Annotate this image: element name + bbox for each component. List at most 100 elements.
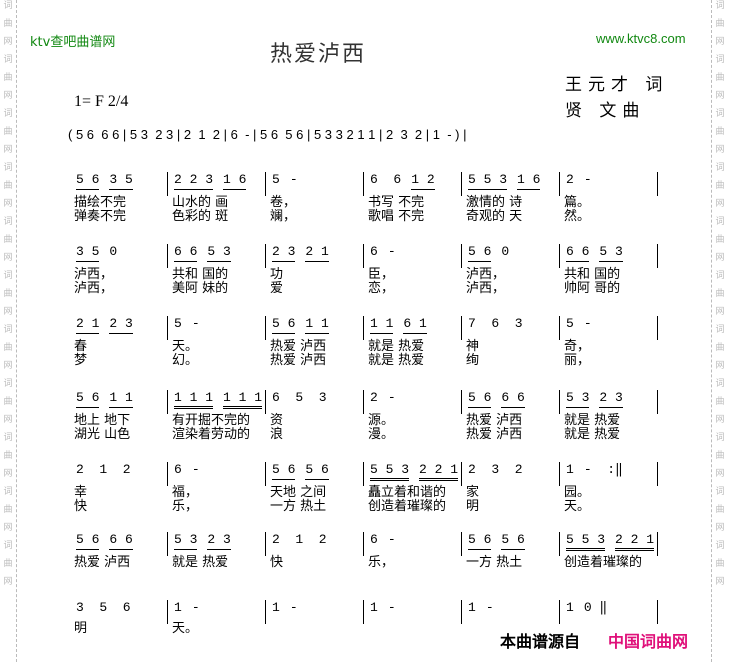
measure: 6-: [168, 462, 266, 486]
measure: 1-: [168, 600, 266, 624]
watermark-char: 网: [715, 199, 725, 209]
watermark-char: 网: [3, 253, 13, 263]
watermark-char: 词: [715, 379, 725, 389]
watermark-char: 词: [3, 325, 13, 335]
lyric-text: 源。: [368, 413, 395, 428]
watermark-char: 网: [715, 145, 725, 155]
measure-notes: 2 1 2: [76, 462, 167, 477]
note-group: 3 5: [109, 172, 133, 190]
watermark-char: 词: [3, 217, 13, 227]
note-group: 6 5 3: [272, 390, 327, 405]
note-group: 1: [370, 600, 378, 615]
lyric-text: 泸西，: [466, 267, 506, 282]
watermark-char: 词: [715, 325, 725, 335]
measure: 6-: [364, 244, 462, 268]
lyrics-line: 弹奏不完色彩的 斑斓，歌唱 不完奇观的 天然。: [70, 210, 658, 224]
source-site[interactable]: 中国词曲网: [608, 632, 689, 651]
note-group: 5 3: [566, 390, 590, 408]
note-group: 2 1: [76, 316, 100, 334]
watermark-char: 曲: [3, 181, 13, 191]
note-group: 6 6: [501, 390, 525, 408]
measure-notes: 6-: [370, 244, 461, 259]
measure: 2-: [364, 390, 462, 414]
measure-notes: 1-: [174, 600, 265, 615]
note-group: 2 1 2: [76, 462, 131, 477]
lyrics-line: 描绘不完山水的 画卷，书写 不完激情的 诗篇。: [70, 196, 658, 210]
note-group: 1 6: [223, 172, 247, 190]
lyric-text: 热爱 泸西: [74, 555, 131, 570]
lyric-text: 卷，: [270, 195, 297, 210]
watermark-char: 网: [3, 577, 13, 587]
watermark-char: 网: [715, 577, 725, 587]
note-group: 5 6: [468, 390, 492, 408]
note-group: 1 1: [370, 316, 394, 334]
lyric-text: 功: [270, 267, 284, 282]
lyric-text: 泸西，: [74, 281, 114, 296]
lyric-text: 渲染着劳动的: [172, 427, 251, 442]
lyric-text: 福，: [172, 485, 199, 500]
lyric-text: 绚: [466, 353, 480, 368]
lyric-text: 篇。: [564, 195, 591, 210]
watermark-char: 曲: [715, 181, 725, 191]
watermark-char: 网: [715, 253, 725, 263]
note-group: 2 2 3: [174, 172, 214, 190]
site-brand[interactable]: ktv查吧曲谱网: [30, 35, 116, 50]
note-group: 1: [468, 600, 476, 615]
lyric-text: 创造着璀璨的: [368, 499, 447, 514]
watermark-char: 曲: [3, 235, 13, 245]
note-group: 1 1: [305, 316, 329, 334]
lyric-text: 一方 热土: [270, 499, 327, 514]
note-group: -: [485, 600, 494, 615]
lyric-text: 书写 不完: [368, 195, 425, 210]
measure-notes: 5 6 6 6: [468, 390, 559, 408]
lyrics-line: 地上 地下有开掘不完的资源。热爱 泸西就是 热爱: [70, 414, 658, 428]
lyric-text: 漫。: [368, 427, 395, 442]
note-group: 5 6: [468, 244, 492, 262]
note-group: -: [191, 600, 200, 615]
lyric-text: [364, 622, 462, 636]
measure-notes: 5-: [272, 172, 363, 187]
note-group: 2 3 2: [468, 462, 523, 477]
note-group: 5 5 3: [468, 172, 508, 190]
lyric-text: 弹奏不完: [74, 209, 127, 224]
lyric-text: 美阿 妹的: [172, 281, 229, 296]
lyric-text: 浪: [270, 427, 284, 442]
lyrics-line: 泸西，共和 国的功臣，泸西，共和 国的: [70, 268, 658, 282]
watermark-char: 词: [715, 433, 725, 443]
lyric-text: 明: [74, 621, 88, 636]
intro-notation: ( 5 6 6 6 | 5 3 2 3 | 2 1 2 | 6 - | 5 6 …: [68, 127, 467, 142]
source-label: 本曲谱源自: [500, 632, 581, 651]
measure-notes: 2-: [370, 390, 461, 405]
note-group: -: [191, 316, 200, 331]
lyric-text: 臣，: [368, 267, 395, 282]
measure-notes: 1-: [370, 600, 461, 615]
note-group: -: [583, 172, 592, 187]
lyric-text: 山水的 画: [172, 195, 229, 210]
measure-notes: 2 3 2: [468, 462, 559, 477]
lyric-text: 恋，: [368, 281, 395, 296]
watermark-char: 曲: [715, 235, 725, 245]
site-url[interactable]: www.ktvc8.com: [596, 31, 686, 46]
watermark-char: 曲: [3, 19, 13, 29]
watermark-char: 词: [715, 1, 725, 11]
note-group: 6: [370, 244, 378, 259]
lyric-text: 梦: [74, 353, 88, 368]
lyric-text: 就是 热爱: [564, 427, 621, 442]
watermark-char: 网: [715, 361, 725, 371]
watermark-char: 网: [3, 145, 13, 155]
lyric-text: 泸西，: [466, 281, 506, 296]
lyric-text: 快: [270, 555, 284, 570]
watermark-char: 词: [3, 109, 13, 119]
note-group: 1 1 1: [223, 390, 263, 409]
watermark-char: 网: [3, 469, 13, 479]
lyric-text: 就是 热爱: [564, 413, 621, 428]
measure: 7 6 3: [462, 316, 560, 340]
